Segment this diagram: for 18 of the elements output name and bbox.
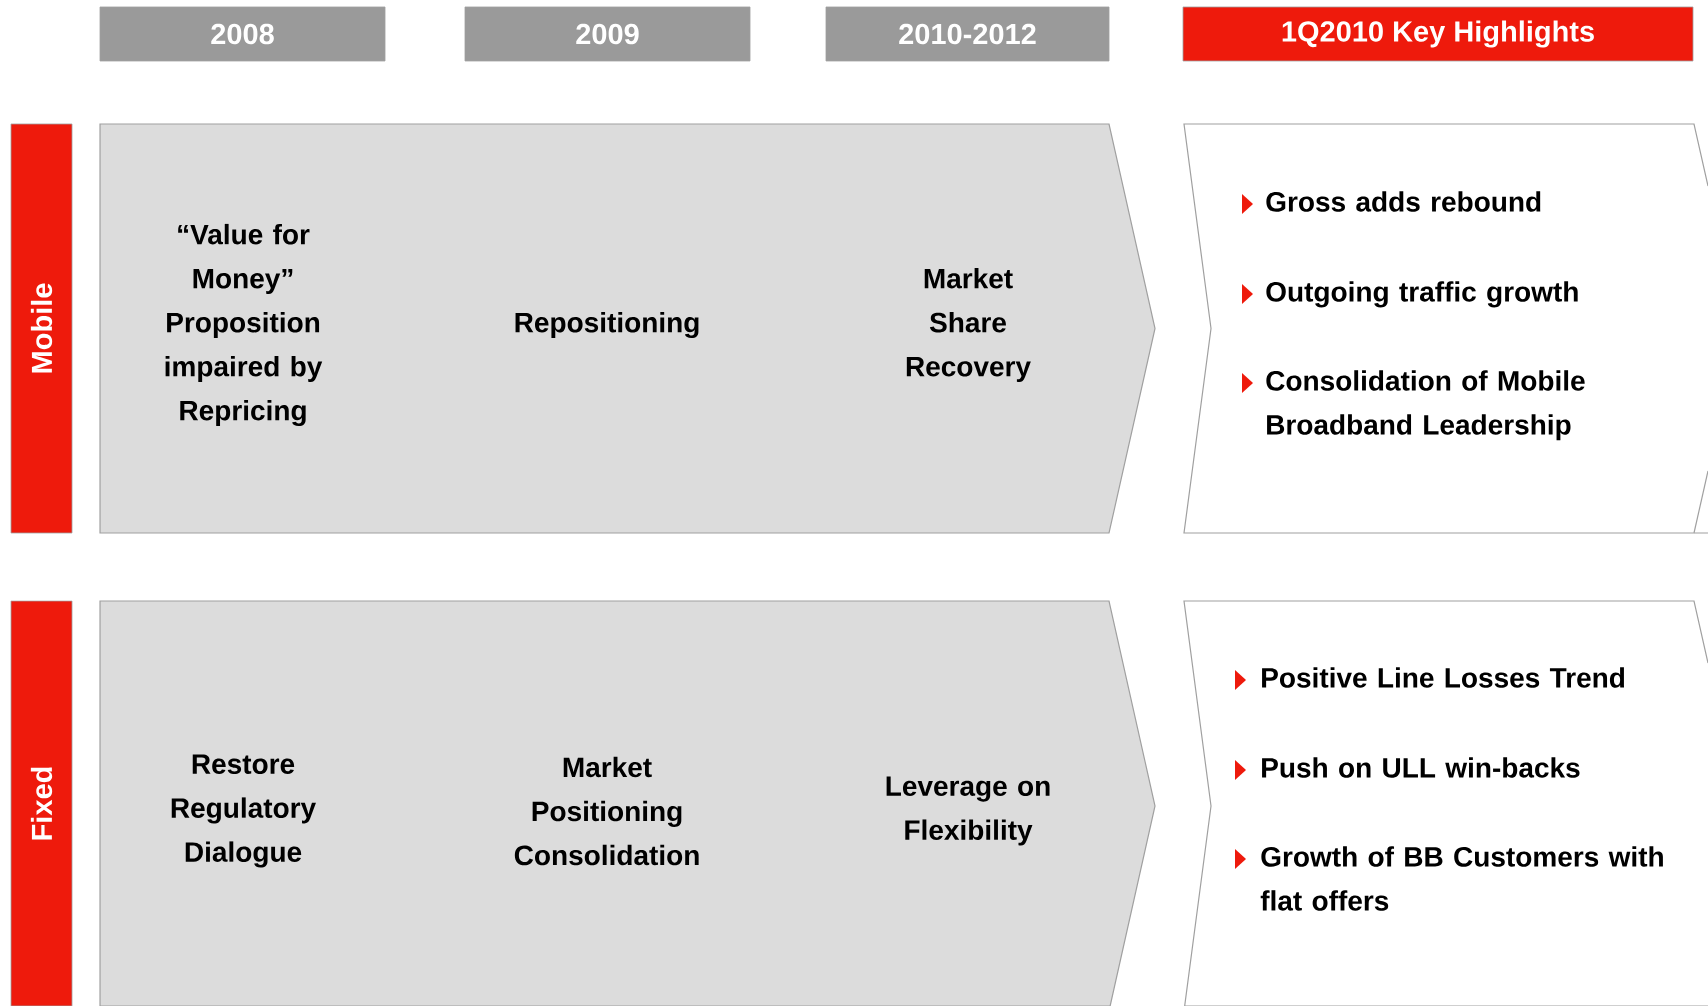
phase-label: Repositioning — [515, 311, 699, 339]
column-header: 2009 — [464, 6, 751, 62]
phase-label: Leverage on Flexibility — [886, 776, 1050, 846]
phase-label: Market Positioning Consolidation — [514, 756, 699, 866]
highlight-text: Positive Line Losses Trend — [1262, 667, 1625, 688]
phase-label: Market Share Recovery — [906, 267, 1031, 383]
column-header: 1Q2010 Key Highlights — [1182, 6, 1694, 62]
row-label-band: Mobile — [10, 123, 73, 534]
highlight-text: Push on ULL win-backs — [1262, 757, 1580, 778]
phase-label: Restore Regulatory Dialogue — [171, 754, 316, 868]
highlight-text: Consolidation of Mobile Broadband Leadership — [1266, 370, 1585, 441]
highlight-text: Outgoing traffic growth — [1266, 281, 1578, 308]
highlight-text: Growth of BB Customers with flat offers — [1260, 846, 1663, 911]
column-header: 2008 — [99, 6, 386, 62]
highlight-text: Gross adds rebound — [1266, 191, 1541, 212]
phase-label: “Value for Money” Proposition impaired by Repricing — [165, 223, 323, 427]
column-header: 2010-2012 — [825, 6, 1110, 62]
row-label-band: Fixed — [10, 600, 73, 1006]
